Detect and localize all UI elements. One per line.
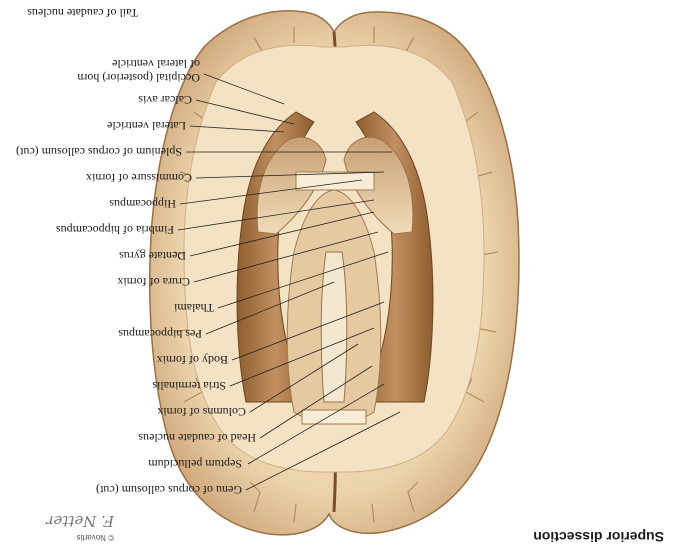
copyright-notice: © Novartis	[76, 533, 114, 542]
label-dentate-gyrus: Dentate gyrus	[119, 249, 186, 263]
label-commissure-fornix: Commissure of fornix	[86, 171, 192, 185]
label-lateral-ventricle: Lateral ventricle	[107, 119, 186, 133]
label-hippocampus: Hippocampus	[109, 197, 176, 211]
left-hippocampus	[343, 136, 414, 235]
label-thalami: Thalami	[174, 301, 214, 315]
leader-lines	[177, 73, 401, 491]
label-fimbria-hippocampus: Fimbria of hippocampus	[56, 223, 174, 237]
fornix	[320, 251, 348, 403]
left-lateral-ventricle	[355, 111, 434, 403]
label-head-caudate-nucleus: Head of caudate nucleus	[138, 431, 256, 445]
label-genu-corpus-callosum: Genu of corpus callosum (cut)	[96, 483, 242, 497]
splenium-cut	[295, 171, 375, 191]
label-columns-fornix: Columns of fornix	[157, 405, 246, 419]
label-crura-fornix: Crura of fornix	[117, 275, 190, 289]
label-tail-caudate-nucleus: Tail of caudate nucleus	[27, 6, 138, 20]
label-occipital-horn-line1: Occipital (posterior) horn	[77, 71, 200, 85]
label-septum-pellucidum: Septum pellucidum	[148, 457, 242, 471]
right-lateral-ventricle	[236, 111, 315, 403]
right-hippocampus	[256, 136, 327, 235]
label-calcar-avis: Calcar avis	[138, 93, 192, 107]
genu-cut	[301, 409, 367, 425]
label-occipital-horn-line2: of lateral ventricle	[112, 57, 200, 71]
label-splenium-corpus-callosum: Splenium of corpus callosum (cut)	[16, 145, 182, 159]
label-pes-hippocampus: Pes hippocampus	[118, 327, 202, 341]
label-stria-terminalis: Stria terminalis	[152, 379, 226, 393]
label-body-fornix: Body of fornix	[156, 353, 228, 367]
artist-signature: F. Netter	[46, 512, 114, 530]
caption-superior-dissection: Superior dissection	[533, 529, 664, 545]
